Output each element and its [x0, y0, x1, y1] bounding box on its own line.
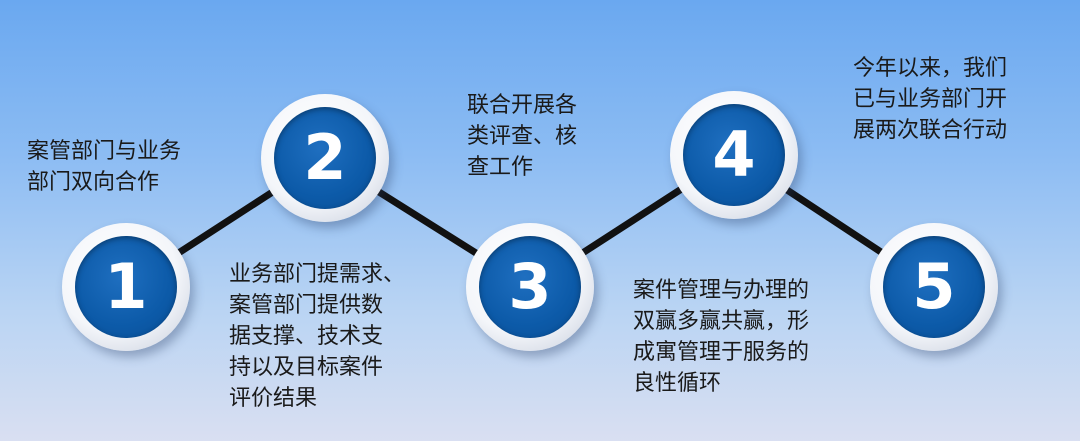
step-4-line: 成寓管理于服务的	[633, 340, 810, 365]
step-3-circle: 3	[466, 223, 594, 351]
step-4-caption: 案件管理与办理的 双赢多赢共赢，形 成寓管理于服务的 良性循环	[633, 275, 809, 399]
step-1-number: 1	[104, 250, 148, 323]
step-5-caption: 今年以来，我们 已与业务部门开 展两次联合行动	[853, 53, 1007, 146]
step-5-number: 5	[912, 250, 956, 323]
step-2-number: 2	[303, 121, 347, 194]
step-2-line: 持以及目标案件	[229, 355, 384, 380]
step-2-line: 据支撑、技术支	[229, 324, 384, 349]
step-3-number: 3	[508, 250, 552, 323]
step-3-line: 查工作	[467, 155, 534, 180]
step-1-caption: 案管部门与业务 部门双向合作	[27, 136, 181, 198]
step-3-line: 类评查、核	[467, 124, 578, 149]
step-1-line: 案管部门与业务	[27, 139, 182, 164]
step-2-circle: 2	[261, 94, 389, 222]
step-2-line: 业务部门提需求、	[229, 262, 406, 287]
step-2-line: 案管部门提供数	[229, 293, 384, 318]
step-4-badge: 4	[683, 104, 785, 206]
step-5-circle: 5	[870, 223, 998, 351]
step-3-caption: 联合开展各 类评查、核 查工作	[467, 90, 577, 183]
step-4-line: 案件管理与办理的	[633, 278, 810, 303]
step-4-line: 良性循环	[633, 371, 722, 396]
step-4-line: 双赢多赢共赢，形	[633, 309, 810, 334]
step-5-line: 今年以来，我们	[853, 56, 1008, 81]
step-1-badge: 1	[75, 236, 177, 338]
step-4-number: 4	[712, 118, 756, 191]
step-2-badge: 2	[274, 107, 376, 209]
step-5-badge: 5	[883, 236, 985, 338]
step-3-badge: 3	[479, 236, 581, 338]
step-4-circle: 4	[670, 91, 798, 219]
step-5-line: 已与业务部门开	[853, 87, 1008, 112]
step-1-circle: 1	[62, 223, 190, 351]
step-2-line: 评价结果	[229, 386, 318, 411]
step-5-line: 展两次联合行动	[853, 118, 1008, 143]
step-1-line: 部门双向合作	[27, 170, 160, 195]
step-2-caption: 业务部门提需求、 案管部门提供数 据支撑、技术支 持以及目标案件 评价结果	[229, 259, 405, 414]
step-3-line: 联合开展各	[467, 93, 578, 118]
